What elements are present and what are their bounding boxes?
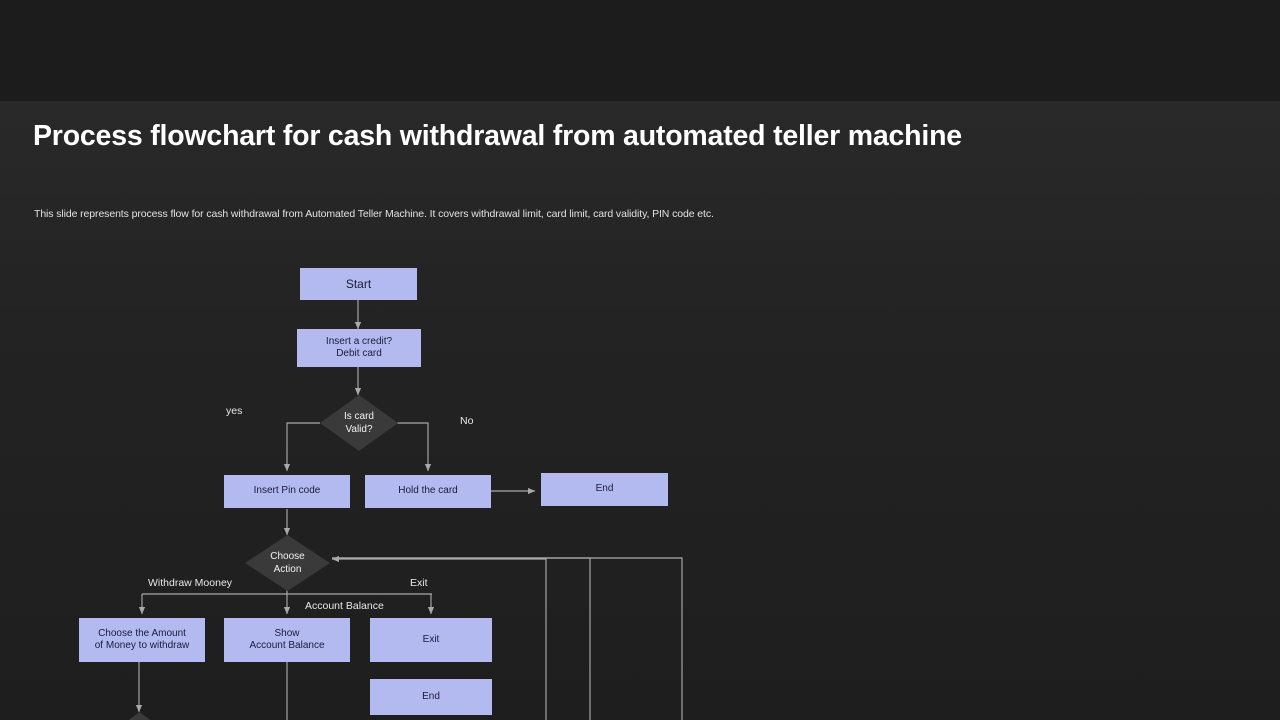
edge-label-exit: Exit	[410, 577, 428, 589]
flow-node-start[interactable]: Start	[300, 268, 417, 300]
edge-label-withdraw-money: Withdraw Mooney	[148, 577, 233, 589]
page-subtitle: This slide represents process flow for c…	[34, 208, 714, 220]
flow-node-end-mid-label: End	[422, 690, 440, 702]
flow-node-choose-action-label: Choose Action	[270, 551, 305, 575]
edge-label-account-balance: Account Balance	[305, 600, 384, 612]
page-title: Process flowchart for cash withdrawal fr…	[33, 120, 962, 152]
flow-node-is-card-valid[interactable]: Is card Valid?	[320, 395, 398, 451]
flow-node-choose-amount-label: Choose the Amount of Money to withdraw	[94, 627, 190, 652]
flow-node-end-mid[interactable]: End	[370, 679, 492, 715]
flow-node-show-balance-label: Show Account Balance	[249, 627, 325, 652]
flow-node-end-top[interactable]: End	[541, 473, 668, 506]
flow-node-end-top-label: End	[595, 483, 614, 495]
flow-node-choose-amount[interactable]: Choose the Amount of Money to withdraw	[79, 618, 205, 662]
flow-node-sufficient-funds[interactable]: Sufficient funds on Account	[99, 712, 180, 720]
flow-node-hold-card-label: Hold the card	[398, 485, 458, 497]
flow-node-exit-label: Exit	[422, 633, 440, 645]
edge-label-no-valid: No	[460, 415, 474, 427]
header-band	[0, 0, 1280, 101]
flow-node-insert-card-label: Insert a credit? Debit card	[325, 335, 393, 360]
edge-label-yes-valid: yes	[226, 405, 243, 417]
flow-node-is-card-valid-label: Is card Valid?	[343, 411, 374, 435]
flow-node-hold-card[interactable]: Hold the card	[365, 475, 491, 508]
flowchart-canvas: Start Insert a credit? Debit card Is car…	[0, 247, 790, 720]
flow-node-insert-pin-label: Insert Pin code	[253, 485, 321, 497]
flowchart-connectors	[135, 300, 683, 720]
diamond-shape	[99, 712, 180, 720]
flow-node-insert-pin[interactable]: Insert Pin code	[224, 475, 350, 508]
flow-node-show-balance[interactable]: Show Account Balance	[224, 618, 350, 662]
flow-node-insert-card[interactable]: Insert a credit? Debit card	[297, 329, 421, 367]
flow-node-choose-action[interactable]: Choose Action	[245, 535, 330, 591]
flow-node-exit[interactable]: Exit	[370, 618, 492, 662]
flow-node-start-label: Start	[345, 276, 372, 291]
